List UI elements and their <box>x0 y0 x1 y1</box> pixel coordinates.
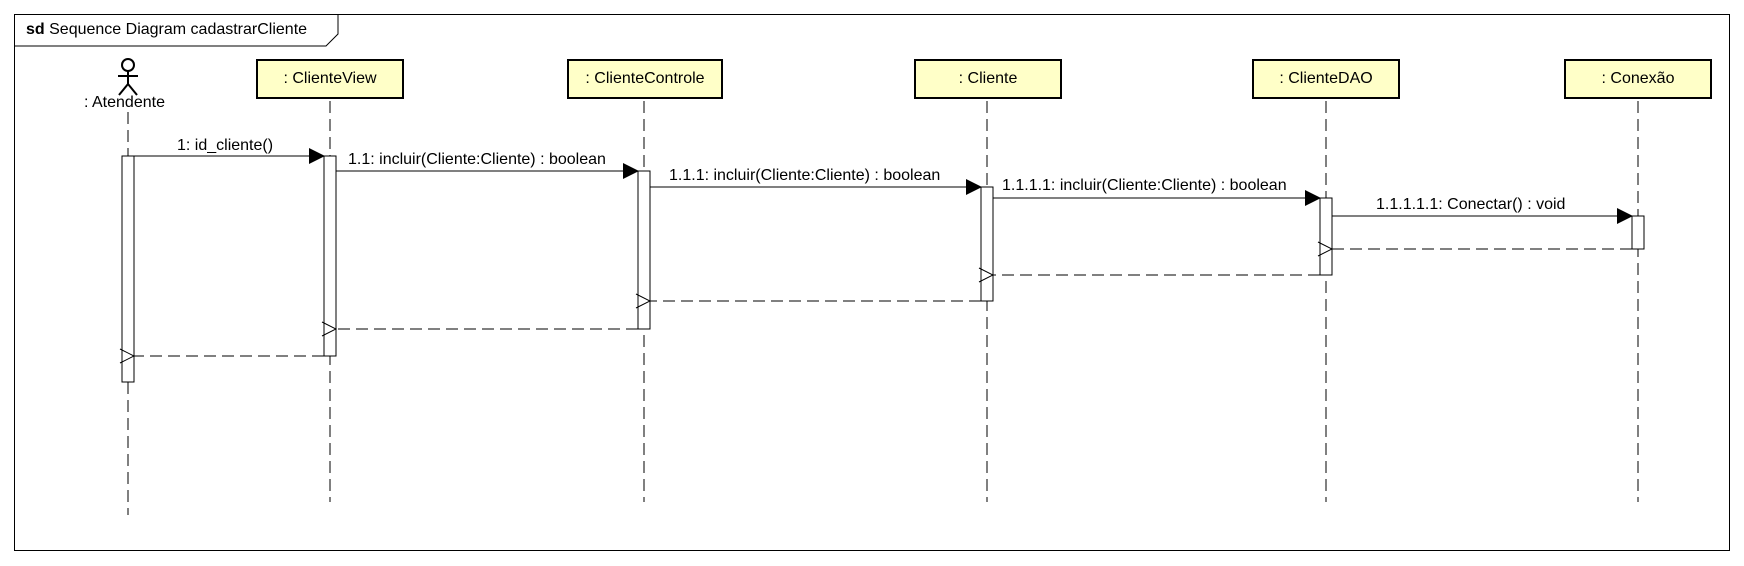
activation-bar-clientedao[interactable] <box>1319 197 1333 276</box>
lifeline-head-clientecontrole[interactable]: : ClienteControle <box>567 59 723 99</box>
lifeline-label: : Conexão <box>1601 70 1675 87</box>
activation-bar-atendente[interactable] <box>121 155 135 383</box>
activation-bar-cliente[interactable] <box>980 186 994 302</box>
message-label-1-1: 1.1: incluir(Cliente:Cliente) : boolean <box>348 151 606 168</box>
message-label-1-1-1-1-1: 1.1.1.1.1: Conectar() : void <box>1376 196 1566 213</box>
lifeline-head-clienteview[interactable]: : ClienteView <box>256 59 404 99</box>
frame-tab-shape <box>14 14 339 47</box>
lifeline-label: : Cliente <box>958 70 1018 87</box>
activation-bar-clienteview[interactable] <box>323 155 337 357</box>
frame-title: sd Sequence Diagram cadastrarCliente <box>26 21 307 39</box>
message-label-1-1-1: 1.1.1: incluir(Cliente:Cliente) : boolea… <box>669 167 941 184</box>
frame-keyword: sd <box>26 21 45 38</box>
message-label-1: 1: id_cliente() <box>177 137 274 154</box>
activation-bar-conexao[interactable] <box>1631 215 1645 250</box>
lifeline-head-clientedao[interactable]: : ClienteDAO <box>1252 59 1400 99</box>
actor-label: : Atendente <box>84 94 165 111</box>
lifeline-head-conexao[interactable]: : Conexão <box>1564 59 1712 99</box>
sequence-diagram-frame <box>14 14 1730 551</box>
message-label-1-1-1-1: 1.1.1.1: incluir(Cliente:Cliente) : bool… <box>1002 177 1287 194</box>
frame-title-text: Sequence Diagram cadastrarCliente <box>49 21 308 38</box>
lifeline-label: : ClienteView <box>283 70 377 87</box>
lifeline-label: : ClienteControle <box>585 70 705 87</box>
actor-figure-icon[interactable] <box>118 58 138 96</box>
lifeline-label: : ClienteDAO <box>1279 70 1373 87</box>
activation-bar-clientecontrole[interactable] <box>637 170 651 330</box>
lifeline-head-cliente[interactable]: : Cliente <box>914 59 1062 99</box>
